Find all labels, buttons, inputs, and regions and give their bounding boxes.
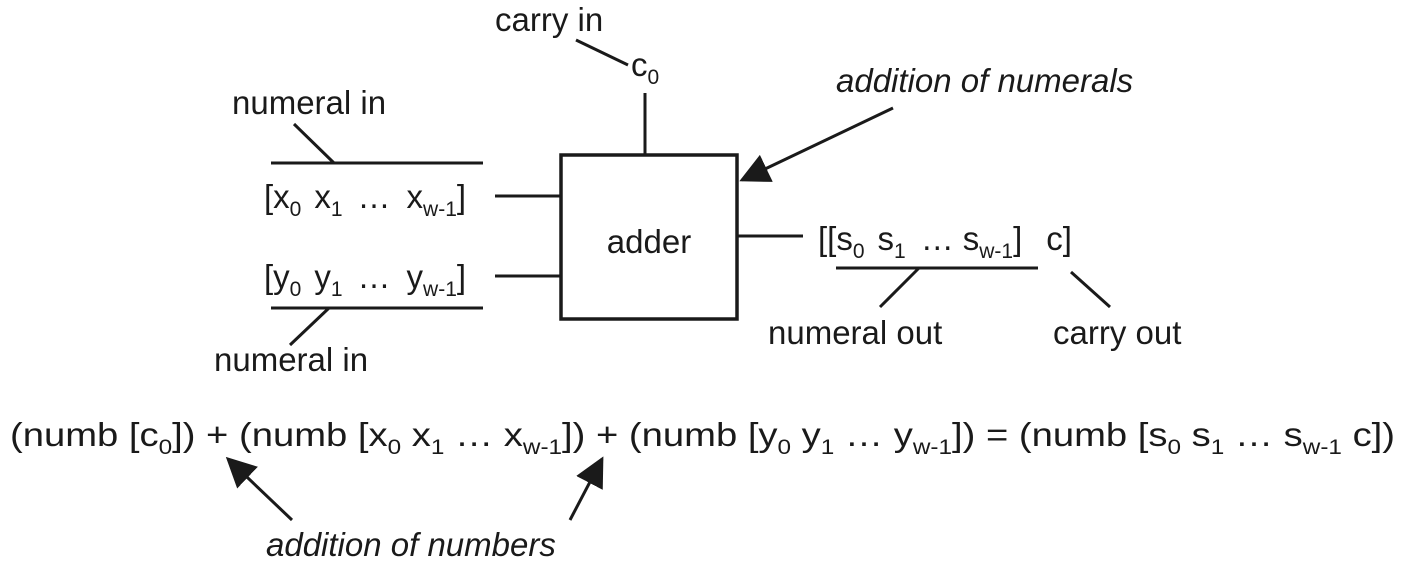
eq-sn-sub: w-1 bbox=[1302, 436, 1342, 459]
addition-of-numbers-label: addition of numbers bbox=[266, 526, 556, 563]
addition-of-numbers-arrow-right bbox=[568, 456, 604, 521]
eq-sn-var: … s bbox=[1224, 416, 1303, 453]
x-dots: … bbox=[358, 178, 391, 215]
y0-var: y bbox=[273, 258, 290, 295]
carry-out-leader bbox=[1069, 270, 1112, 309]
x0-sub: 0 bbox=[290, 198, 302, 221]
y1-sub: 1 bbox=[331, 278, 343, 301]
numeral-out-caption: numeral out bbox=[768, 314, 942, 351]
eq-term1-end: ]) + bbox=[172, 416, 239, 453]
eq-term1-start: (numb [c bbox=[10, 416, 159, 453]
addition-of-numbers-arrow-left bbox=[225, 456, 294, 522]
eq-s1-var: s bbox=[1181, 416, 1211, 453]
addition-of-numerals-arrow bbox=[739, 106, 894, 182]
addition-of-numerals-label: addition of numerals bbox=[836, 62, 1133, 99]
yn-var: y bbox=[407, 258, 424, 295]
out-inner-close: ] bbox=[1013, 220, 1022, 257]
out-open-bracket: [[ bbox=[818, 220, 836, 257]
x-open-bracket: [ bbox=[264, 178, 273, 215]
eq-x1-sub: 1 bbox=[431, 436, 445, 459]
eq-xn-var: … x bbox=[444, 416, 523, 453]
y1-var: y bbox=[314, 258, 331, 295]
carry-in-var: c bbox=[631, 46, 648, 83]
eq-yn-sub: w-1 bbox=[912, 436, 952, 459]
x1-var: x bbox=[314, 178, 331, 215]
y-close-bracket: ] bbox=[457, 258, 466, 295]
numeral-in-x-caption: numeral in bbox=[232, 84, 386, 121]
eq-term2-start: (numb [x bbox=[239, 416, 388, 453]
sn-var: s bbox=[963, 220, 980, 257]
eq-term2-end: ]) + bbox=[562, 416, 629, 453]
eq-y0-sub: 0 bbox=[778, 436, 792, 459]
numeral-in-y-leader bbox=[288, 306, 331, 347]
y0-sub: 0 bbox=[290, 278, 302, 301]
out-outer-close: ] bbox=[1063, 220, 1072, 257]
eq-y1-var: y bbox=[791, 416, 821, 453]
numeral-out-leader bbox=[878, 266, 921, 309]
x0-var: x bbox=[273, 178, 290, 215]
eq-x1-var: x bbox=[401, 416, 431, 453]
eq-xn-sub: w-1 bbox=[522, 436, 562, 459]
s0-var: s bbox=[836, 220, 853, 257]
eq-term3-end: ]) = bbox=[952, 416, 1019, 453]
eq-s1-sub: 1 bbox=[1211, 436, 1225, 459]
eq-term4-start: (numb [s bbox=[1019, 416, 1168, 453]
eq-yn-var: … y bbox=[834, 416, 913, 453]
numeral-in-x-leader bbox=[292, 122, 336, 165]
sn-sub: w-1 bbox=[978, 240, 1013, 263]
carry-in-subscript: 0 bbox=[648, 66, 660, 89]
y-dots: … bbox=[358, 258, 391, 295]
y-open-bracket: [ bbox=[264, 258, 273, 295]
xn-sub: w-1 bbox=[422, 198, 457, 221]
carry-in-leader-line bbox=[575, 38, 629, 67]
eq-c0-sub: 0 bbox=[159, 436, 173, 459]
x-close-bracket: ] bbox=[457, 178, 466, 215]
xn-var: x bbox=[407, 178, 424, 215]
numeral-in-y-caption: numeral in bbox=[214, 341, 368, 378]
carry-out-caption: carry out bbox=[1053, 314, 1181, 351]
x1-sub: 1 bbox=[331, 198, 343, 221]
eq-x0-sub: 0 bbox=[388, 436, 402, 459]
s0-sub: 0 bbox=[853, 240, 865, 263]
eq-term4-end: c]) bbox=[1342, 416, 1395, 453]
carry-in-variable: c0 bbox=[631, 46, 659, 89]
adder-label: adder bbox=[607, 223, 691, 260]
eq-y1-sub: 1 bbox=[821, 436, 835, 459]
yn-sub: w-1 bbox=[422, 278, 457, 301]
carry-out-var: c bbox=[1046, 220, 1063, 257]
s-dots: … bbox=[921, 220, 954, 257]
eq-term3-start: (numb [y bbox=[629, 416, 778, 453]
carry-in-label: carry in bbox=[495, 1, 603, 38]
s1-sub: 1 bbox=[894, 240, 906, 263]
eq-s0-sub: 0 bbox=[1167, 436, 1181, 459]
s1-var: s bbox=[878, 220, 895, 257]
